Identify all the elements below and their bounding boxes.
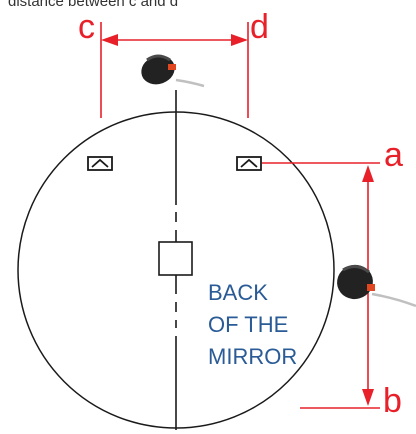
label-c: c bbox=[78, 8, 95, 46]
tape-measure-icon bbox=[141, 54, 205, 88]
arrowhead-right bbox=[231, 34, 248, 46]
arrowhead-left bbox=[101, 34, 118, 46]
label-d: d bbox=[250, 8, 269, 46]
mirror-label-line3: MIRROR bbox=[208, 344, 297, 369]
tape-measure-icon bbox=[337, 264, 416, 308]
center-mount-icon bbox=[158, 241, 193, 276]
mirror-label-line1: BACK bbox=[208, 280, 268, 305]
label-b: b bbox=[383, 382, 402, 420]
mirror-label-line2: OF THE bbox=[208, 312, 288, 337]
measure-cd bbox=[100, 22, 249, 118]
hanger-bracket-icon bbox=[236, 156, 262, 171]
caption-top: distance between c and d bbox=[8, 0, 178, 10]
arrowhead-down bbox=[362, 389, 374, 406]
arrowhead-up bbox=[362, 165, 374, 182]
hanger-bracket-icon bbox=[87, 156, 113, 171]
label-a: a bbox=[384, 136, 403, 174]
